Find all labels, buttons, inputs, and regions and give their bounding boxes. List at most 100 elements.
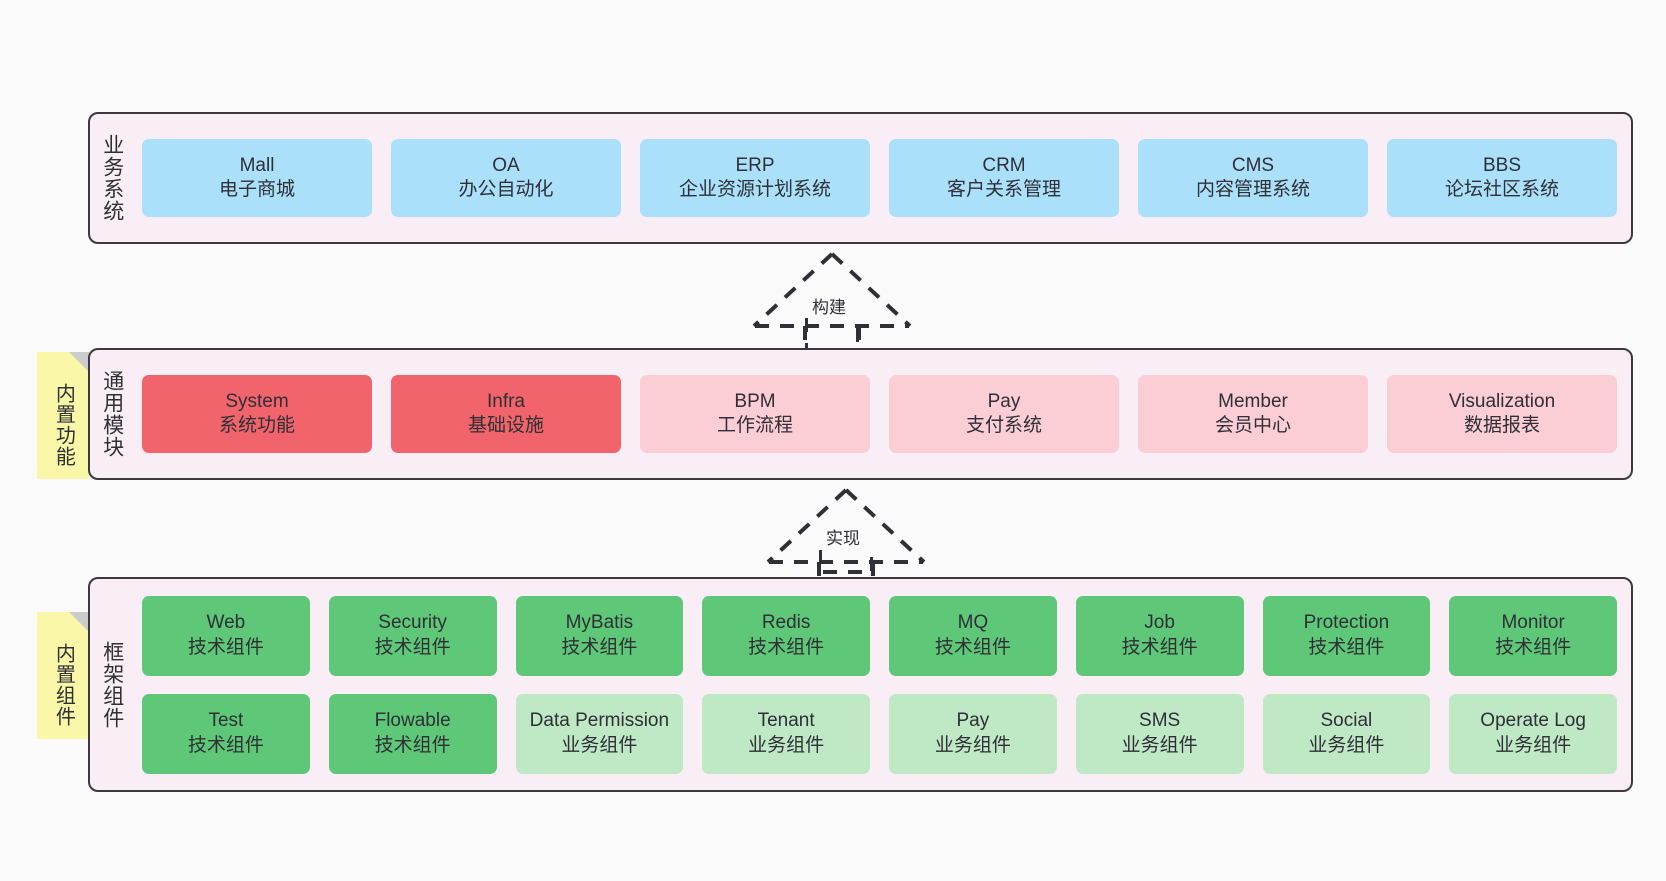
card-subtitle: 系统功能 bbox=[218, 415, 295, 436]
card-mq[interactable]: MQ 技术组件 bbox=[889, 595, 1057, 676]
card-erp[interactable]: ERP 企业资源计划系统 bbox=[640, 139, 870, 217]
card-flowable[interactable]: Flowable 技术组件 bbox=[328, 693, 497, 774]
card-subtitle: 业务组件 bbox=[934, 734, 1011, 756]
card-pay[interactable]: Pay 支付系统 bbox=[889, 375, 1119, 453]
card-subtitle: 内容管理系统 bbox=[1195, 179, 1310, 200]
card-title: Job bbox=[1144, 612, 1175, 634]
card-system[interactable]: System 系统功能 bbox=[142, 375, 372, 453]
card-title: Pay bbox=[987, 390, 1021, 412]
card-subtitle: 业务组件 bbox=[561, 734, 638, 756]
card-cms[interactable]: CMS 内容管理系统 bbox=[1138, 139, 1368, 217]
card-social[interactable]: Social 业务组件 bbox=[1262, 693, 1431, 774]
card-subtitle: 电子商城 bbox=[218, 179, 295, 200]
common-card-row: System 系统功能 Infra 基础设施 BPM 工作流程 Pay 支付系统… bbox=[142, 375, 1617, 453]
card-subtitle: 技术组件 bbox=[187, 636, 264, 658]
note-label: 内置功能 bbox=[52, 382, 75, 467]
card-redis[interactable]: Redis 技术组件 bbox=[702, 595, 870, 676]
card-title: Visualization bbox=[1448, 390, 1556, 412]
card-test[interactable]: Test 技术组件 bbox=[142, 693, 310, 774]
layer-common-title: 通用模块 bbox=[100, 370, 124, 458]
card-title: Protection bbox=[1303, 612, 1390, 634]
card-title: Social bbox=[1320, 710, 1373, 732]
card-security[interactable]: Security 技术组件 bbox=[328, 595, 497, 676]
layer-common-modules: 通用模块 System 系统功能 Infra 基础设施 BPM 工作流程 Pay… bbox=[88, 348, 1633, 480]
card-title: OA bbox=[492, 154, 520, 176]
card-subtitle: 业务组件 bbox=[1121, 734, 1198, 756]
card-title: MQ bbox=[957, 612, 989, 634]
card-subtitle: 技术组件 bbox=[374, 636, 451, 658]
card-subtitle: 数据报表 bbox=[1463, 415, 1540, 436]
card-title: Test bbox=[208, 710, 244, 732]
card-subtitle: 客户关系管理 bbox=[946, 179, 1061, 200]
card-visualization[interactable]: Visualization 数据报表 bbox=[1387, 375, 1617, 453]
business-card-row: Mall 电子商城 OA 办公自动化 ERP 企业资源计划系统 CRM 客户关系… bbox=[142, 139, 1617, 217]
connector-build-label: 构建 bbox=[812, 298, 846, 317]
card-subtitle: 业务组件 bbox=[1308, 734, 1385, 756]
note-label: 内置组件 bbox=[52, 642, 75, 727]
card-subtitle: 业务组件 bbox=[748, 734, 825, 756]
card-title: Pay bbox=[956, 710, 990, 732]
card-title: ERP bbox=[735, 154, 775, 176]
card-subtitle: 基础设施 bbox=[467, 415, 544, 436]
card-subtitle: 支付系统 bbox=[965, 415, 1042, 436]
card-title: BBS bbox=[1482, 154, 1522, 176]
card-subtitle: 工作流程 bbox=[716, 415, 793, 436]
card-title: Mall bbox=[239, 154, 275, 176]
card-title: MyBatis bbox=[565, 612, 634, 634]
connector-implement-arrow bbox=[766, 488, 926, 579]
card-subtitle: 业务组件 bbox=[1495, 734, 1572, 756]
card-crm[interactable]: CRM 客户关系管理 bbox=[889, 139, 1119, 217]
card-title: Monitor bbox=[1501, 612, 1565, 634]
card-subtitle: 论坛社区系统 bbox=[1444, 179, 1559, 200]
card-mall[interactable]: Mall 电子商城 bbox=[142, 139, 372, 217]
card-data-permission[interactable]: Data Permission 业务组件 bbox=[515, 693, 684, 774]
layer-framework-title: 框架组件 bbox=[100, 640, 124, 729]
note-fold-corner bbox=[69, 352, 89, 372]
layer-framework-components: 框架组件 Web 技术组件 Security 技术组件 MyBatis 技术组件… bbox=[88, 577, 1633, 792]
card-mybatis[interactable]: MyBatis 技术组件 bbox=[515, 595, 684, 676]
card-job[interactable]: Job 技术组件 bbox=[1075, 595, 1244, 676]
card-title: Data Permission bbox=[529, 710, 670, 732]
card-member[interactable]: Member 会员中心 bbox=[1138, 375, 1368, 453]
card-subtitle: 技术组件 bbox=[934, 636, 1011, 658]
card-title: BPM bbox=[734, 390, 776, 412]
card-title: System bbox=[225, 390, 289, 412]
card-title: Member bbox=[1218, 390, 1288, 412]
card-infra[interactable]: Infra 基础设施 bbox=[391, 375, 621, 453]
card-operate-log[interactable]: Operate Log 业务组件 bbox=[1449, 693, 1617, 774]
layer-business-body: Mall 电子商城 OA 办公自动化 ERP 企业资源计划系统 CRM 客户关系… bbox=[134, 114, 1631, 242]
card-subtitle: 技术组件 bbox=[561, 636, 638, 658]
card-pay-component[interactable]: Pay 业务组件 bbox=[889, 693, 1057, 774]
card-subtitle: 办公自动化 bbox=[458, 179, 554, 200]
card-subtitle: 技术组件 bbox=[187, 734, 264, 756]
card-subtitle: 技术组件 bbox=[1121, 636, 1198, 658]
note-builtin-features: 内置功能 bbox=[37, 352, 89, 479]
card-sms[interactable]: SMS 业务组件 bbox=[1075, 693, 1244, 774]
layer-business-systems: 业务系统 Mall 电子商城 OA 办公自动化 ERP 企业资源计划系统 CRM… bbox=[88, 112, 1633, 244]
card-monitor[interactable]: Monitor 技术组件 bbox=[1449, 595, 1617, 676]
card-title: Redis bbox=[761, 612, 811, 634]
card-title: Operate Log bbox=[1480, 710, 1586, 732]
framework-card-row-biz: Test 技术组件 Flowable 技术组件 Data Permission … bbox=[142, 693, 1617, 774]
card-oa[interactable]: OA 办公自动化 bbox=[391, 139, 621, 217]
note-fold-corner bbox=[69, 612, 89, 632]
connector-implement-stem bbox=[819, 550, 873, 574]
card-bpm[interactable]: BPM 工作流程 bbox=[640, 375, 870, 453]
card-subtitle: 技术组件 bbox=[748, 636, 825, 658]
card-bbs[interactable]: BBS 论坛社区系统 bbox=[1387, 139, 1617, 217]
card-subtitle: 技术组件 bbox=[1308, 636, 1385, 658]
card-title: Flowable bbox=[374, 710, 451, 732]
card-protection[interactable]: Protection 技术组件 bbox=[1262, 595, 1431, 676]
card-title: Tenant bbox=[757, 710, 815, 732]
card-title: CRM bbox=[982, 154, 1026, 176]
connector-implement-label: 实现 bbox=[826, 529, 860, 548]
card-subtitle: 技术组件 bbox=[374, 734, 451, 756]
layer-framework-body: Web 技术组件 Security 技术组件 MyBatis 技术组件 Redi… bbox=[134, 579, 1631, 790]
framework-card-row-tech: Web 技术组件 Security 技术组件 MyBatis 技术组件 Redi… bbox=[142, 595, 1617, 676]
card-subtitle: 技术组件 bbox=[1495, 636, 1572, 658]
card-subtitle: 企业资源计划系统 bbox=[678, 179, 831, 200]
card-web[interactable]: Web 技术组件 bbox=[142, 595, 310, 676]
card-title: CMS bbox=[1231, 154, 1275, 176]
card-tenant[interactable]: Tenant 业务组件 bbox=[702, 693, 870, 774]
